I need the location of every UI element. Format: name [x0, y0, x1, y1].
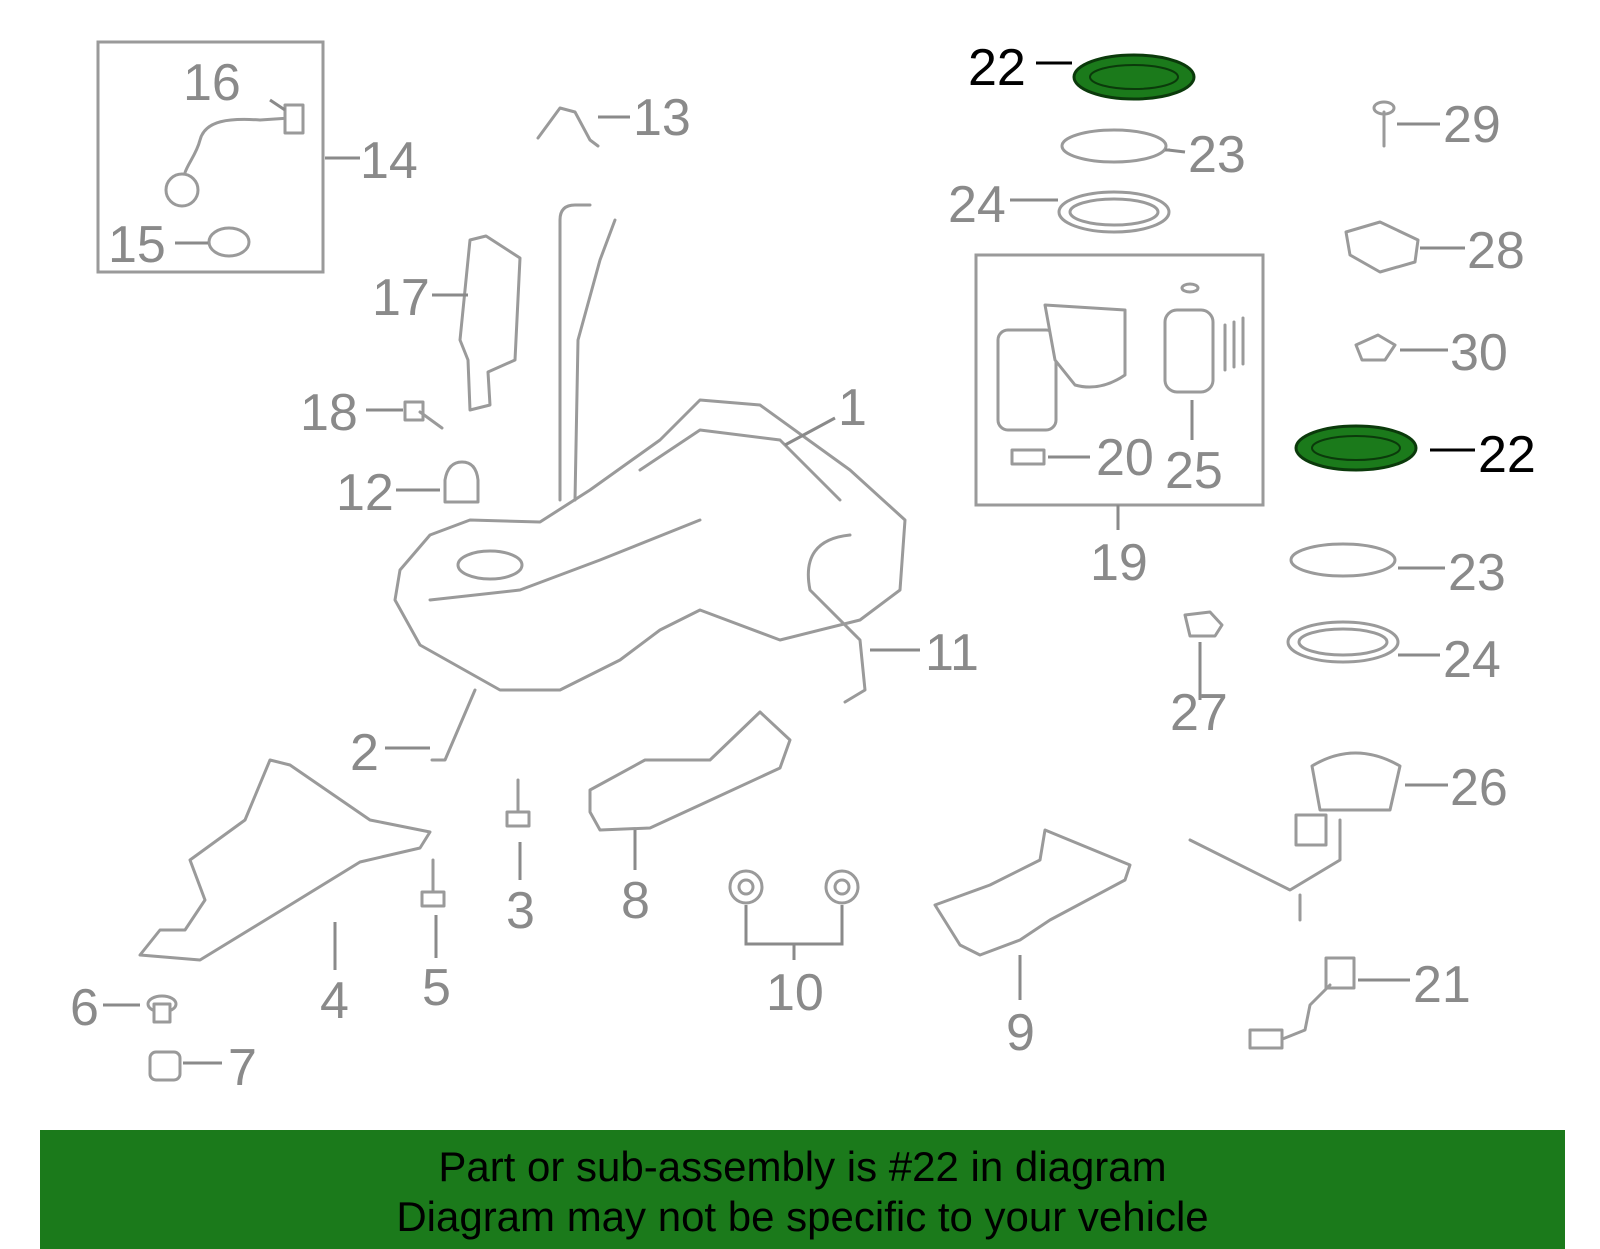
part-29-screw [1372, 100, 1396, 148]
part-6-bolt [146, 994, 178, 1024]
banner-line-2: Diagram may not be specific to your vehi… [396, 1193, 1209, 1240]
info-banner: Part or sub-assembly is #22 in diagram D… [40, 1130, 1565, 1249]
part-24-retainer-lower [1286, 620, 1400, 664]
part-13-clip [536, 106, 600, 148]
callout-24-upper: 24 [948, 176, 1006, 234]
callout-21: 21 [1413, 956, 1471, 1014]
callout-10: 10 [766, 964, 824, 1022]
leader-arrows [103, 61, 1475, 1065]
callout-22-upper: 22 [968, 39, 1026, 97]
callout-16: 16 [183, 54, 241, 112]
banner-line-1: Part or sub-assembly is #22 in diagram [438, 1143, 1167, 1190]
callout-14: 14 [360, 132, 418, 190]
assembly-box-14 [96, 40, 325, 274]
callout-4: 4 [320, 972, 349, 1030]
part-8-heat-shield [588, 710, 792, 832]
callout-24-lower: 24 [1443, 631, 1501, 689]
part-20-fuel-pump [996, 303, 1127, 466]
part-22-lock-ring-upper [1072, 53, 1196, 101]
part-7-bushing [148, 1050, 182, 1082]
callout-11: 11 [925, 624, 979, 682]
part-23-gasket-upper [1060, 128, 1168, 164]
callout-22-lower: 22 [1478, 426, 1536, 484]
part-5-bolt [420, 858, 446, 908]
part-17-heat-shield [458, 234, 522, 412]
part-24-retainer-upper [1057, 190, 1171, 234]
callout-18: 18 [300, 384, 358, 442]
part-27-clip [1183, 610, 1224, 638]
part-15-o-ring [207, 226, 251, 258]
part-1-fuel-tank [393, 203, 907, 692]
callout-27: 27 [1170, 684, 1228, 742]
part-26-fuel-sender [1188, 751, 1402, 922]
callout-13: 13 [633, 89, 691, 147]
callout-19: 19 [1090, 534, 1148, 592]
part-28-bracket [1344, 220, 1420, 274]
part-9-heat-shield [933, 828, 1132, 957]
part-21-sensor [1248, 956, 1356, 1050]
callout-29: 29 [1443, 96, 1501, 154]
callout-12: 12 [336, 464, 394, 522]
callout-23-upper: 23 [1188, 126, 1246, 184]
callout-9: 9 [1006, 1004, 1035, 1062]
callout-8: 8 [621, 872, 650, 930]
callout-2: 2 [350, 724, 379, 782]
callout-7: 7 [228, 1039, 257, 1097]
callout-26: 26 [1450, 759, 1508, 817]
part-12-rubber-mount [443, 460, 480, 504]
callout-1: 1 [838, 379, 867, 437]
part-30-bracket [1354, 333, 1397, 362]
part-2-strap [430, 688, 477, 762]
callout-15: 15 [108, 216, 166, 274]
part-11-vent-line [806, 533, 867, 704]
callout-17: 17 [372, 269, 430, 327]
callout-25: 25 [1165, 442, 1223, 500]
callout-5: 5 [422, 959, 451, 1017]
part-22-lock-ring-lower [1294, 424, 1418, 472]
part-4-underbody-shield [138, 758, 432, 962]
part-18-bolt [403, 400, 444, 430]
part-10-nuts [728, 869, 860, 905]
callout-28: 28 [1467, 222, 1525, 280]
callout-3: 3 [506, 882, 535, 940]
part-16-fuel-line [164, 103, 305, 208]
callout-6: 6 [70, 979, 99, 1037]
part-3-bolt [505, 778, 531, 828]
callout-labels: 16 14 15 13 17 18 12 1 11 2 3 4 5 6 7 8 … [70, 39, 1536, 1097]
callout-23-lower: 23 [1448, 544, 1506, 602]
callout-30: 30 [1450, 324, 1508, 382]
callout-20: 20 [1096, 429, 1154, 487]
part-25-fuel-filter [1163, 282, 1245, 394]
part-23-gasket-lower [1289, 542, 1397, 578]
